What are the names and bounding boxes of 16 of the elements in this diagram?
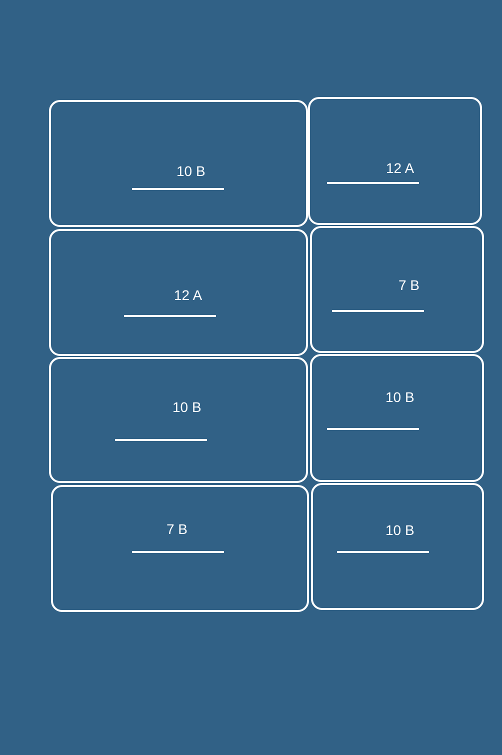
piece-label: 7 B <box>166 521 188 537</box>
rounded-box <box>51 485 309 612</box>
rounded-box <box>308 97 482 225</box>
piece-label: 7 B <box>398 277 420 293</box>
piece-label: 10 B <box>172 399 202 415</box>
piece-label: 10 B <box>386 389 414 405</box>
piece-label: 12 A <box>386 160 414 176</box>
rounded-box <box>310 226 484 353</box>
rounded-box <box>310 354 484 482</box>
rounded-box <box>311 483 484 610</box>
rounded-box <box>49 100 308 227</box>
piece-label: 12 A <box>174 287 202 303</box>
rounded-box <box>49 229 308 356</box>
piece-label: 10 B <box>386 522 414 538</box>
piece-label: 10 B <box>176 163 206 179</box>
rounded-box <box>49 357 308 483</box>
